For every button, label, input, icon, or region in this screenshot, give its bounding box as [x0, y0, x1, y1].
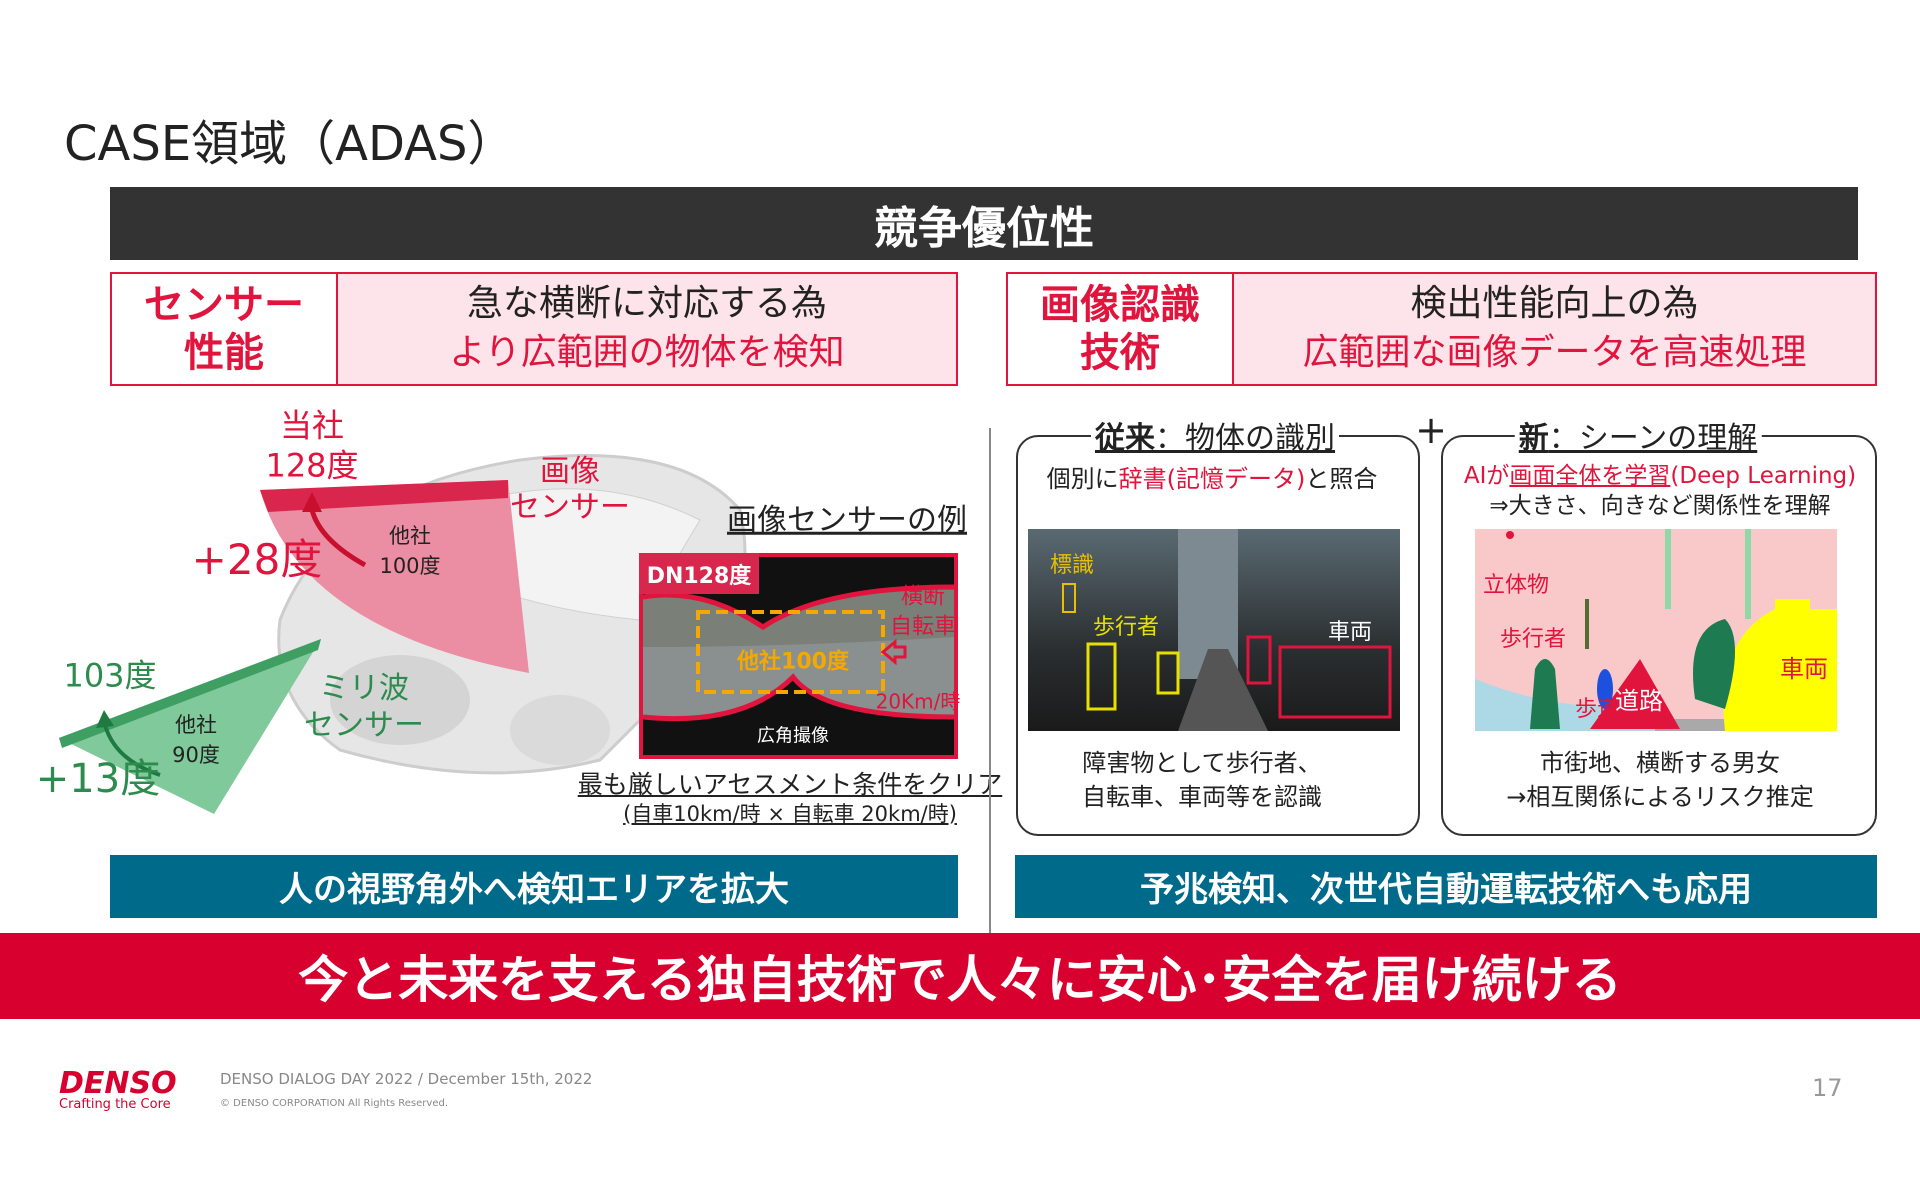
new-desc-2: ⇒大きさ、向きなど関係性を理解	[1489, 493, 1831, 519]
image-sensor-fan-extra	[260, 480, 508, 512]
dn128-badge: DN128度	[639, 553, 759, 594]
logo-tagline: Crafting the Core	[59, 1097, 171, 1112]
title-bold: 新	[1518, 421, 1549, 456]
assessment-text: 最も厳しいアセスメント条件をクリア	[577, 770, 1003, 799]
camera-scene	[643, 584, 954, 722]
image-sensor-gain: +28度	[191, 534, 323, 584]
label-line: センサー	[144, 282, 304, 328]
plus-icon: +	[1415, 408, 1447, 453]
object-tag: 立体物	[1483, 573, 1550, 598]
pedestrian-tag: 歩行者	[1500, 627, 1567, 652]
row-text: 検出性能向上の為広範囲な画像データを高速処理	[1234, 274, 1875, 384]
text-line: より広範囲の物体を検知	[449, 332, 845, 373]
label-line: 技術	[1080, 330, 1160, 376]
sign-tag: 標識	[1050, 553, 1095, 578]
other-angle: 100度	[379, 553, 441, 578]
desc-text: AIが	[1463, 463, 1510, 489]
header-bar: 競争優位性	[110, 187, 1858, 260]
image-recognition-row: 画像認識技術 検出性能向上の為広範囲な画像データを高速処理	[1006, 272, 1877, 386]
text-line: 急な横断に対応する為	[466, 283, 827, 325]
sidewalk-tag: 歩道	[1575, 697, 1620, 722]
speed-label: 20Km/時	[875, 689, 961, 714]
image-sensor-company: 当社	[279, 406, 345, 445]
text-line: 広範囲な画像データを高速処理	[1302, 332, 1807, 373]
note-line: 障害物として歩行者、	[1082, 749, 1322, 777]
conventional-note: 障害物として歩行者、自転車、車両等を認識	[1082, 747, 1322, 814]
segmentation-image: 立体物 歩行者 歩道 道路 車両	[1475, 529, 1837, 731]
other-label: 他社	[389, 523, 431, 548]
image-sensor-angle: 128度	[265, 446, 359, 485]
divider	[989, 428, 991, 938]
arrow-head-icon	[96, 710, 114, 728]
radar-name: センサー	[304, 707, 424, 743]
arrow-left-icon	[880, 638, 907, 666]
street-scene	[1062, 529, 1392, 731]
camera-example-image: DN128度 他社100度 横断 自転車 20Km/時 広角撮像	[639, 553, 961, 759]
sensor-coverage-illustration	[59, 454, 747, 814]
text-line: 検出性能向上の為	[1410, 283, 1699, 325]
radar-other-label: 他社	[175, 712, 217, 737]
row-label: センサー性能	[112, 274, 338, 384]
desc-text: と照合	[1305, 465, 1378, 493]
segmentation-scene	[1475, 529, 1837, 731]
title-rest: ：シーンの理解	[1548, 421, 1758, 456]
conventional-title: 従来：物体の識別	[1091, 413, 1339, 457]
copyright: © DENSO CORPORATION All Rights Reserved.	[220, 1098, 448, 1109]
desc-underlined: 画面全体を学習	[1509, 463, 1671, 489]
radar-name: ミリ波	[319, 670, 409, 706]
conventional-desc: 個別に辞書(記憶データ)と照合	[1047, 463, 1378, 497]
desc-highlight: 辞書(記憶データ)	[1118, 465, 1306, 493]
slide-title: CASE領域（ADAS）	[64, 116, 516, 172]
note-line: →相互関係によるリスク推定	[1506, 782, 1814, 811]
row-label: 画像認識技術	[1008, 274, 1234, 384]
sensor-performance-row: センサー性能 急な横断に対応する為より広範囲の物体を検知	[110, 272, 958, 386]
event-text: DENSO DIALOG DAY 2022 / December 15th, 2…	[220, 1070, 593, 1088]
other-coverage-label: 他社100度	[737, 649, 849, 675]
radar-fan	[59, 639, 321, 814]
denso-logo: DENSO	[59, 1066, 177, 1101]
example-title: 画像センサーの例	[727, 502, 967, 538]
bicycle-label: 自転車	[889, 614, 957, 640]
vehicle-tag: 車両	[1780, 655, 1828, 683]
wide-angle-label: 広角撮像	[757, 725, 829, 747]
arrow-icon	[309, 509, 367, 568]
image-sensor-name: センサー	[510, 489, 630, 525]
crossing-label: 横断	[900, 584, 946, 610]
radar-gain: +13度	[35, 756, 161, 802]
new-note: 市街地、横断する男女 →相互関係によるリスク推定	[1506, 747, 1813, 814]
desc-text: 個別に	[1046, 465, 1119, 493]
road-tag: 道路	[1615, 687, 1663, 715]
title-bold: 従来	[1095, 421, 1155, 456]
radar-angle: 103度	[63, 656, 157, 695]
new-title: 新：シーンの理解	[1514, 413, 1762, 457]
note-line: 市街地、横断する男女	[1539, 749, 1780, 777]
street-detection-image: 標識 歩行者 車両	[1028, 529, 1400, 731]
label-line: 画像認識	[1040, 282, 1200, 328]
label-line: 性能	[184, 330, 264, 376]
image-sensor-name: 画像	[540, 453, 600, 489]
arrow-icon	[103, 724, 161, 777]
title-rest: ：物体の識別	[1155, 421, 1335, 456]
arrow-head-icon	[302, 492, 322, 512]
radar-other-angle: 90度	[172, 742, 220, 767]
left-summary-bar: 人の視野角外へ検知エリアを拡大	[110, 855, 958, 918]
pedestrian-tag: 歩行者	[1093, 615, 1160, 640]
right-summary-bar: 予兆検知、次世代自動運転技術へも応用	[1015, 855, 1877, 918]
note-line: 自転車、車両等を認識	[1082, 782, 1322, 811]
new-desc: AIが画面全体を学習(Deep Learning)	[1464, 460, 1856, 492]
message-banner: 今と未来を支える独自技術で人々に安心･安全を届け続ける	[0, 933, 1920, 1019]
assessment-note: (自車10km/時 × 自転車 20km/時)	[623, 802, 957, 826]
desc-text: (Deep Learning)	[1670, 463, 1857, 489]
row-text: 急な横断に対応する為より広範囲の物体を検知	[338, 274, 956, 384]
image-sensor-fan	[260, 480, 529, 673]
vehicle-tag: 車両	[1328, 620, 1373, 645]
page-number: 17	[1812, 1074, 1843, 1102]
